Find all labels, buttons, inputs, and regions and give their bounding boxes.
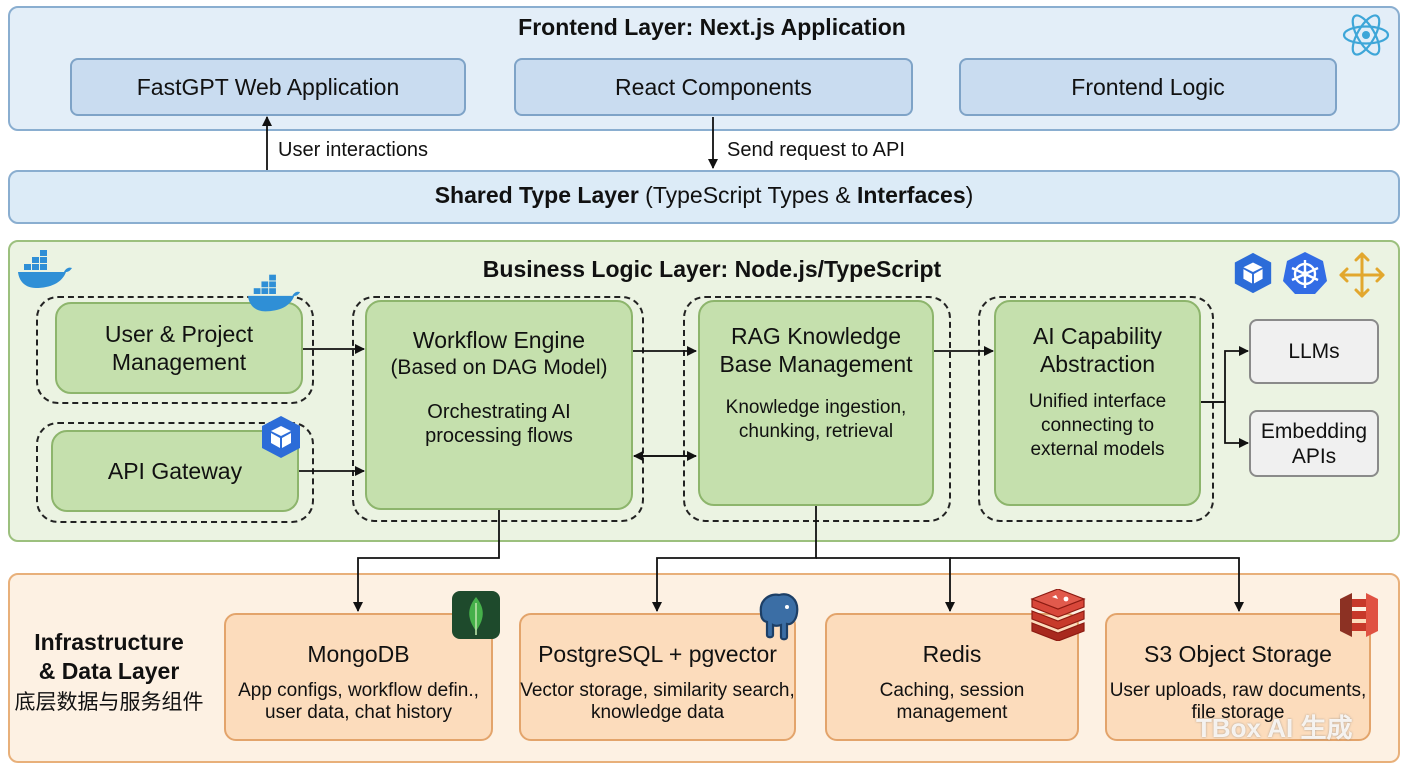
move-arrows-icon [1339,252,1385,298]
user-project-title: User & Project Management [104,321,254,375]
workflow-title: Workflow Engine [412,327,586,353]
rag-group [683,296,951,522]
api-gateway-group [36,422,314,523]
api-gateway-box: API Gateway [51,430,299,512]
rag-title: RAG Knowledge Base Management [719,323,913,377]
api-gateway-title: API Gateway [107,458,243,484]
workflow-desc: Orchestrating AI processing flows [425,401,573,447]
redis-title: Redis [922,641,982,667]
docker-icon [18,250,72,288]
user-project-group [36,296,314,404]
infra-title-block: Infrastructure & Data Layer 底层数据与服务组件 [14,628,204,718]
rag-desc: Knowledge ingestion, chunking, retrieval [725,397,907,442]
frontend-layer-title: Frontend Layer: Next.js Application [518,14,906,40]
postgresql-box: PostgreSQL + pgvector Vector storage, si… [519,613,796,741]
s3-storage-box: S3 Object Storage User uploads, raw docu… [1105,613,1371,741]
redis-icon [1030,589,1086,641]
user-interactions-label: User interactions [278,139,429,161]
frontend-logic-box: Frontend Logic [959,58,1337,116]
shared-title-bold-1: Shared Type Layer [434,182,639,208]
watermark: TBox AI 生成 [1196,713,1353,743]
infra-subtitle: 底层数据与服务组件 [14,691,204,714]
cube-icon [262,416,300,458]
business-layer-title: Business Logic Layer: Node.js/TypeScript [482,256,942,282]
workflow-engine-box: Workflow Engine (Based on DAG Model) Orc… [365,300,633,510]
mongodb-box: MongoDB App configs, workflow defin., us… [224,613,493,741]
llms-box: LLMs [1249,319,1379,384]
kubernetes-icon [1283,252,1327,294]
infra-title-2: & Data Layer [38,658,180,684]
infra-title-1: Infrastructure [34,629,184,655]
mongodb-title: MongoDB [307,641,410,667]
mongodb-leaf-icon [452,591,500,639]
react-icon [1342,14,1390,56]
docker-icon [247,274,301,312]
send-request-label: Send request to API [727,139,905,161]
ai-capability-box: AI Capability Abstraction Unified interf… [994,300,1201,506]
aws-s3-icon [1340,593,1378,637]
mongodb-desc: App configs, workflow defin., user data,… [238,680,479,723]
ai-capability-group [978,296,1214,522]
shared-title-bold-2: Interfaces [856,182,966,208]
workflow-subtitle: (Based on DAG Model) [390,356,608,379]
workflow-engine-group [352,296,644,522]
s3-desc: User uploads, raw documents, file storag… [1109,680,1367,723]
ai-desc: Unified interface connecting to external… [1028,391,1167,460]
fastgpt-web-app-box: FastGPT Web Application [70,58,466,116]
ai-title: AI Capability Abstraction [1032,323,1163,377]
s3-title: S3 Object Storage [1144,641,1332,667]
shared-title-end: ) [965,182,974,208]
redis-desc: Caching, session management [879,680,1025,723]
postgresql-title: PostgreSQL + pgvector [538,641,777,667]
postgresql-elephant-icon [759,593,799,641]
user-project-management-box: User & Project Management [55,302,303,394]
shared-type-layer-title: Shared Type Layer (TypeScript Types & In… [304,182,1104,209]
react-components-box: React Components [514,58,913,116]
shared-type-layer [8,170,1400,224]
embedding-apis-box: Embedding APIs [1249,410,1379,477]
rag-knowledge-box: RAG Knowledge Base Management Knowledge … [698,300,934,506]
cube-icon [1234,252,1272,294]
shared-title-mid: (TypeScript Types & [638,182,857,208]
postgresql-desc: Vector storage, similarity search, knowl… [520,680,795,723]
redis-box: Redis Caching, session management [825,613,1079,741]
